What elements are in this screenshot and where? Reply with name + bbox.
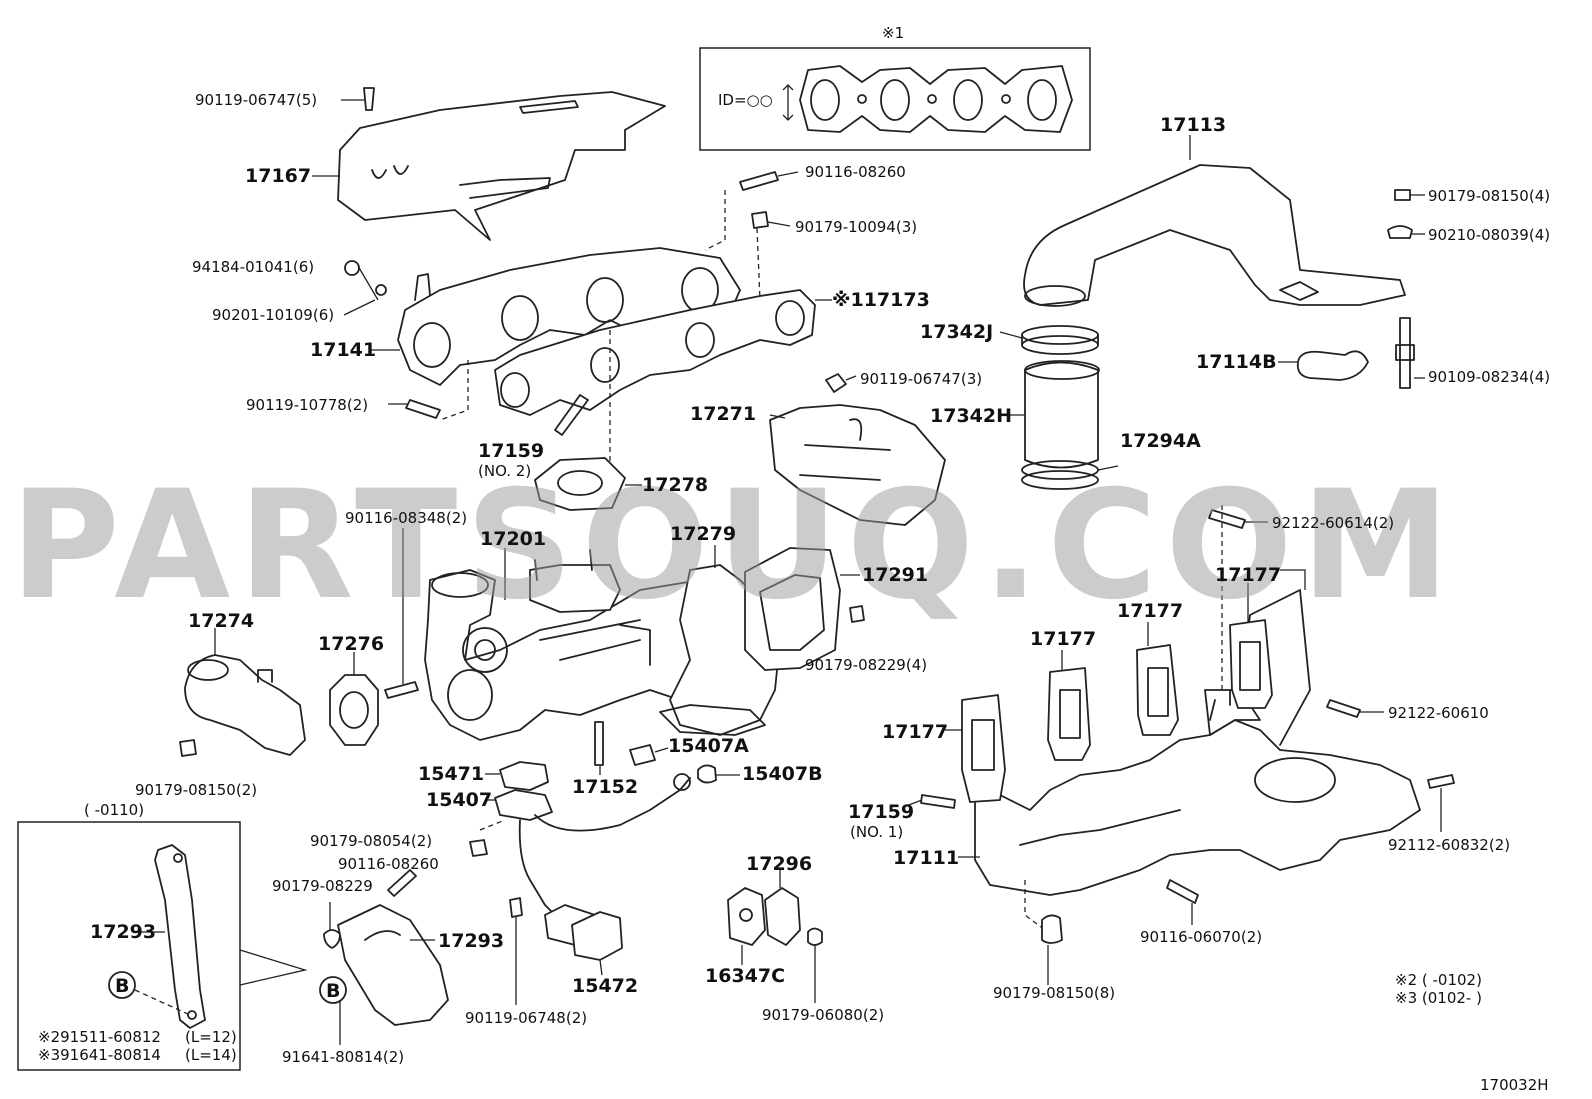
label-17177-b: 17177 <box>1117 600 1183 622</box>
label-15471: 15471 <box>418 763 484 785</box>
ref1-mark: ※1 <box>882 24 904 42</box>
range-top-note: ( -0110) <box>84 801 144 819</box>
label-17342h: 17342H <box>930 405 1012 427</box>
label-17276: 17276 <box>318 633 384 655</box>
gasket-17114b <box>1278 317 1425 389</box>
part-labels: 90119-06747(5) 17167 94184-01041(6) 9020… <box>90 91 1550 1066</box>
label-17271: 17271 <box>690 403 756 425</box>
label-17342j: 17342J <box>920 321 993 343</box>
intake-manifold-17111 <box>905 505 1455 985</box>
label-15407a: 15407A <box>668 735 749 757</box>
b-marker-inset: B <box>115 975 129 997</box>
label-17177-c: 17177 <box>1030 628 1096 650</box>
label-17296: 17296 <box>746 853 812 875</box>
diagram-code: 170032H <box>1480 1076 1549 1094</box>
label-17291: 17291 <box>862 564 928 586</box>
label-17141: 17141 <box>310 339 376 361</box>
note-2: ※2 ( -0102) <box>1395 971 1482 989</box>
label-17293-inset: 17293 <box>90 921 156 943</box>
turbo-heat-insulator-17271 <box>769 404 946 526</box>
label-92112-60832: 92112-60832(2) <box>1388 836 1510 854</box>
watermark: PARTSOUQ.COM <box>10 459 1458 633</box>
inset-box: ( -0110) B ※291511-60812 (L=12) ※391641-… <box>17 801 308 1071</box>
label-90116-06070: 90116-06070(2) <box>1140 928 1262 946</box>
hose-17342 <box>999 325 1119 490</box>
label-17201: 17201 <box>480 528 546 550</box>
label-17152: 17152 <box>572 776 638 798</box>
gaskets-17177 <box>945 569 1306 803</box>
elbow-17274 <box>179 628 306 757</box>
id-label: ID=○○ <box>718 91 773 109</box>
inset-part-a: ※291511-60812 <box>38 1028 161 1046</box>
label-17279: 17279 <box>670 523 736 545</box>
label-90119-06748: 90119-06748(2) <box>465 1009 587 1027</box>
label-17294a: 17294A <box>1120 430 1201 452</box>
gasket-17276 <box>329 528 419 746</box>
label-15407b: 15407B <box>742 763 823 785</box>
label-17293: 17293 <box>438 930 504 952</box>
label-90179-08150-2: 90179-08150(2) <box>135 781 257 799</box>
label-90119-06747-3: 90119-06747(3) <box>860 370 982 388</box>
note-3: ※3 (0102- ) <box>1395 989 1482 1007</box>
label-91641-80814: 91641-80814(2) <box>282 1048 404 1066</box>
label-92122-60614: 92122-60614(2) <box>1272 514 1394 532</box>
label-90179-10094: 90179-10094(3) <box>795 218 917 236</box>
label-90116-08260-top: 90116-08260 <box>805 163 906 181</box>
label-90201-10109: 90201-10109(6) <box>212 306 334 324</box>
gasket-detail-box: ※1 ID=○○ <box>699 24 1091 151</box>
label-no2: (NO. 2) <box>478 462 531 480</box>
label-90179-06080: 90179-06080(2) <box>762 1006 884 1024</box>
heat-insulator-17167 <box>312 87 666 241</box>
label-94184-01041: 94184-01041(6) <box>192 258 314 276</box>
label-92122-60610: 92122-60610 <box>1388 704 1489 722</box>
label-90179-08229-4: 90179-08229(4) <box>805 656 927 674</box>
inset-part-b: ※391641-80814 <box>38 1046 161 1064</box>
gasket-17278 <box>534 457 642 511</box>
manifold-gasket-17173 <box>439 190 832 470</box>
label-15407: 15407 <box>426 789 492 811</box>
label-90179-08150-4: 90179-08150(4) <box>1428 187 1550 205</box>
studs-upper <box>388 171 857 436</box>
stay-17293 <box>337 904 449 1045</box>
label-17278: 17278 <box>642 474 708 496</box>
label-17274: 17274 <box>188 610 254 632</box>
label-17114b: 17114B <box>1196 351 1277 373</box>
inset-len-b: (L=14) <box>185 1046 237 1064</box>
label-17167: 17167 <box>245 165 311 187</box>
label-90179-08150-8: 90179-08150(8) <box>993 984 1115 1002</box>
label-90179-08054: 90179-08054(2) <box>310 832 432 850</box>
gaskets-17296-16347c <box>727 870 823 1003</box>
label-15472: 15472 <box>572 975 638 997</box>
label-17177-d: 17177 <box>882 721 948 743</box>
label-90116-08260-low: 90116-08260 <box>338 855 439 873</box>
oil-pipe-15407 <box>323 721 740 1005</box>
label-17177-a: 17177 <box>1215 564 1281 586</box>
turbocharger-17201 <box>424 548 741 741</box>
label-17159-no1: 17159 <box>848 801 914 823</box>
gasket-17291 <box>744 547 865 671</box>
b-marker-main: B <box>326 980 340 1002</box>
label-17159-no2: 17159 <box>478 440 544 462</box>
label-90116-08348: 90116-08348(2) <box>345 509 467 527</box>
label-17111: 17111 <box>893 847 959 869</box>
label-17113: 17113 <box>1160 114 1226 136</box>
label-90109-08234: 90109-08234(4) <box>1428 368 1550 386</box>
label-90119-10778: 90119-10778(2) <box>246 396 368 414</box>
label-17173: ※117173 <box>832 289 930 311</box>
inset-len-a: (L=12) <box>185 1028 237 1046</box>
label-90119-06747-5: 90119-06747(5) <box>195 91 317 109</box>
label-90179-08229: 90179-08229 <box>272 877 373 895</box>
label-16347c: 16347C <box>705 965 785 987</box>
intake-pipe-17113 <box>1023 135 1425 307</box>
label-90210-08039: 90210-08039(4) <box>1428 226 1550 244</box>
label-no1: (NO. 1) <box>850 823 903 841</box>
